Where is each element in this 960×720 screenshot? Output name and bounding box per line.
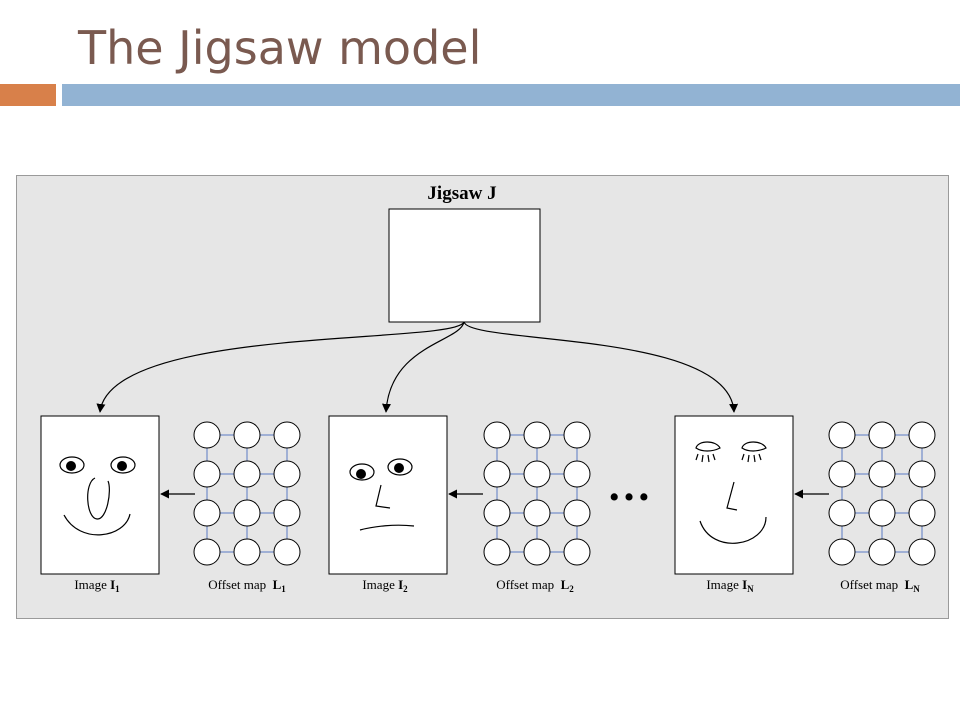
offset-map-grid-n [828,421,936,566]
image-box-1 [40,415,160,575]
grid-node [523,460,551,488]
grid-node [563,538,591,566]
image-box-2 [328,415,448,575]
grid-node [483,538,511,566]
slide-title: The Jigsaw model [78,21,482,75]
grid-node [273,460,301,488]
grid-node [828,499,856,527]
title-accent-bar-blue [62,84,960,106]
title-accent-bar-orange [0,84,56,106]
jigsaw-label: Jigsaw J [427,183,497,204]
grid-node [908,421,936,449]
grid-node [273,421,301,449]
image-label-2: Image I2 [362,577,408,594]
grid-node [828,538,856,566]
grid-node [483,421,511,449]
grid-node [233,421,261,449]
grid-node [193,421,221,449]
offset-map-grid-2 [483,421,591,566]
grid-node [523,538,551,566]
grid-node [828,460,856,488]
offset-label-1: Offset map L1 [208,577,286,594]
grid-node [233,499,261,527]
arrow-jigsaw-to-image-n [463,321,739,413]
grid-node [233,538,261,566]
grid-node [523,421,551,449]
grid-node [868,460,896,488]
grid-node [483,499,511,527]
grid-node [908,538,936,566]
grid-node [908,499,936,527]
grid-node [828,421,856,449]
grid-node [523,499,551,527]
grid-node [273,499,301,527]
grid-node [908,460,936,488]
grid-node [233,460,261,488]
face-n [695,441,767,544]
grid-node [563,421,591,449]
arrow-jigsaw-to-image-2 [381,321,465,413]
grid-node [483,460,511,488]
grid-node [193,538,221,566]
image-label-1: Image I1 [74,577,120,594]
ellipsis: … [607,461,651,510]
jigsaw-box [388,208,541,323]
grid-node [868,499,896,527]
offset-map-grid-1 [193,421,301,566]
grid-node [868,538,896,566]
grid-node [868,421,896,449]
grid-node [193,460,221,488]
image-box-n [674,415,794,575]
arrow-jigsaw-to-image-1 [96,321,465,413]
offset-label-n: Offset map LN [840,577,920,594]
grid-node [563,460,591,488]
image-label-n: Image IN [706,577,754,594]
grid-node [563,499,591,527]
face-2 [349,458,415,531]
grid-node [193,499,221,527]
face-1 [59,456,136,536]
grid-node [273,538,301,566]
offset-label-2: Offset map L2 [496,577,574,594]
